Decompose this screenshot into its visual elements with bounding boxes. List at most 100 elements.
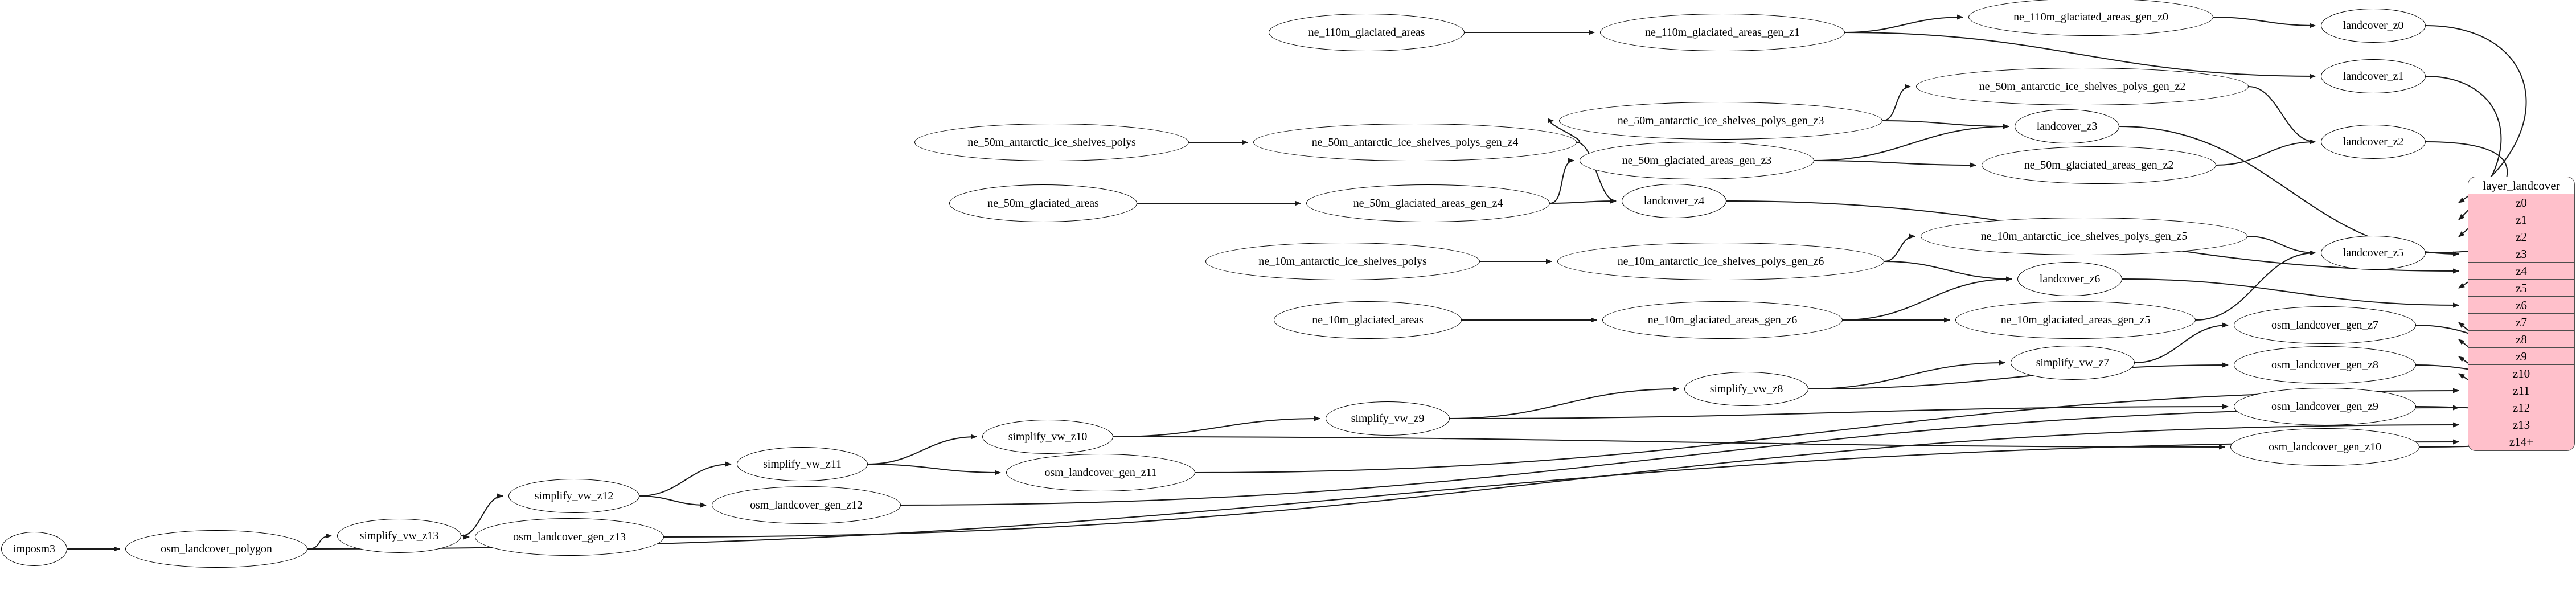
record-row-z0[interactable]: z0 (2468, 194, 2574, 211)
edge-simplify_vw_z11-to-osm_landcover_gen_z11 (867, 464, 1001, 475)
edge-ne_110m_glaciated_areas_gen_z0-to-landcover_z0 (2213, 17, 2316, 28)
node-label: osm_landcover_gen_z9 (2271, 400, 2378, 413)
node-landcover_z0[interactable]: landcover_z0 (2321, 9, 2426, 43)
record-header: layer_landcover (2468, 177, 2574, 194)
node-label: landcover_z5 (2343, 247, 2404, 259)
node-osm_landcover_gen_z7[interactable]: osm_landcover_gen_z7 (2234, 306, 2416, 344)
node-label: ne_10m_antarctic_ice_shelves_polys_gen_z… (1980, 230, 2188, 243)
edge-ne_10m_antarctic_ice_shelves_polys_gen_z6-to-ne_10m_antarctic_ice_shelves_polys_gen_z5 (1884, 233, 1915, 262)
node-landcover_z3[interactable]: landcover_z3 (2015, 109, 2119, 143)
node-label: ne_110m_glaciated_areas (1308, 26, 1425, 39)
node-simplify_vw_z9[interactable]: simplify_vw_z9 (1326, 401, 1450, 436)
edge-ne_50m_antarctic_ice_shelves_polys_gen_z2-to-landcover_z2 (2248, 86, 2316, 145)
record-row-z13[interactable]: z13 (2468, 416, 2574, 433)
node-landcover_z5[interactable]: landcover_z5 (2321, 236, 2426, 270)
node-ne_50m_antarctic_ice_shelves_polys_gen_z2[interactable]: ne_50m_antarctic_ice_shelves_polys_gen_z… (1916, 68, 2249, 105)
record-row-z14+[interactable]: z14+ (2468, 433, 2574, 450)
node-osm_landcover_gen_z13[interactable]: osm_landcover_gen_z13 (475, 518, 664, 556)
node-ne_10m_glaciated_areas[interactable]: ne_10m_glaciated_areas (1274, 301, 1462, 339)
node-imposm3[interactable]: imposm3 (1, 532, 67, 566)
node-simplify_vw_z11[interactable]: simplify_vw_z11 (737, 447, 868, 481)
edge-ne_110m_glaciated_areas_gen_z1-to-ne_110m_glaciated_areas_gen_z0 (1844, 14, 1963, 33)
node-ne_50m_antarctic_ice_shelves_polys_gen_z3[interactable]: ne_50m_antarctic_ice_shelves_polys_gen_z… (1559, 102, 1882, 140)
edge-ne_50m_glaciated_areas_gen_z3-to-ne_50m_glaciated_areas_gen_z2 (1814, 160, 1976, 168)
node-osm_landcover_gen_z11[interactable]: osm_landcover_gen_z11 (1006, 454, 1195, 491)
node-ne_110m_glaciated_areas[interactable]: ne_110m_glaciated_areas (1269, 14, 1465, 51)
edge-ne_50m_antarctic_ice_shelves_polys_gen_z3-to-landcover_z3 (1882, 120, 2009, 129)
node-ne_10m_antarctic_ice_shelves_polys_gen_z5[interactable]: ne_10m_antarctic_ice_shelves_polys_gen_z… (1921, 218, 2247, 255)
node-osm_landcover_polygon[interactable]: osm_landcover_polygon (125, 530, 307, 568)
node-label: landcover_z1 (2343, 70, 2404, 83)
record-row-z10[interactable]: z10 (2468, 365, 2574, 382)
node-label: ne_10m_glaciated_areas (1312, 314, 1424, 326)
node-osm_landcover_gen_z8[interactable]: osm_landcover_gen_z8 (2234, 346, 2416, 384)
record-row-z2[interactable]: z2 (2468, 228, 2574, 245)
node-label: ne_50m_antarctic_ice_shelves_polys (967, 136, 1136, 149)
node-label: ne_50m_antarctic_ice_shelves_polys_gen_z… (1979, 80, 2186, 93)
node-landcover_z4[interactable]: landcover_z4 (1622, 184, 1726, 218)
node-label: ne_50m_glaciated_areas (987, 197, 1099, 210)
node-label: ne_50m_glaciated_areas_gen_z4 (1353, 197, 1503, 210)
node-label: ne_10m_glaciated_areas_gen_z6 (1647, 314, 1798, 326)
record-row-z6[interactable]: z6 (2468, 297, 2574, 314)
node-label: ne_50m_glaciated_areas_gen_z2 (2024, 159, 2174, 171)
node-label: simplify_vw_z11 (763, 458, 842, 470)
node-simplify_vw_z12[interactable]: simplify_vw_z12 (508, 479, 639, 513)
record-row-z12[interactable]: z12 (2468, 399, 2574, 416)
node-simplify_vw_z7[interactable]: simplify_vw_z7 (2011, 346, 2135, 380)
node-landcover_z1[interactable]: landcover_z1 (2321, 59, 2426, 93)
edge-simplify_vw_z12-to-simplify_vw_z11 (639, 461, 732, 497)
node-ne_50m_glaciated_areas_gen_z3[interactable]: ne_50m_glaciated_areas_gen_z3 (1580, 142, 1814, 179)
node-ne_110m_glaciated_areas_gen_z1[interactable]: ne_110m_glaciated_areas_gen_z1 (1600, 14, 1845, 51)
node-label: landcover_z3 (2036, 120, 2098, 133)
record-row-z4[interactable]: z4 (2468, 263, 2574, 280)
record-row-z11[interactable]: z11 (2468, 382, 2574, 399)
node-landcover_z6[interactable]: landcover_z6 (2017, 262, 2122, 296)
record-row-z3[interactable]: z3 (2468, 245, 2574, 263)
record-row-z5[interactable]: z5 (2468, 280, 2574, 297)
edge-ne_10m_antarctic_ice_shelves_polys_gen_z6-to-landcover_z6 (1884, 261, 2012, 282)
node-label: ne_10m_antarctic_ice_shelves_polys_gen_z… (1617, 255, 1824, 268)
node-label: osm_landcover_gen_z12 (750, 499, 863, 511)
node-osm_landcover_gen_z9[interactable]: osm_landcover_gen_z9 (2234, 388, 2416, 425)
node-ne_50m_glaciated_areas[interactable]: ne_50m_glaciated_areas (949, 184, 1137, 222)
edge-simplify_vw_z13-to-osm_landcover_gen_z13 (461, 534, 470, 540)
node-simplify_vw_z8[interactable]: simplify_vw_z8 (1684, 372, 1808, 406)
node-osm_landcover_gen_z10[interactable]: osm_landcover_gen_z10 (2230, 428, 2419, 466)
node-ne_10m_antarctic_ice_shelves_polys[interactable]: ne_10m_antarctic_ice_shelves_polys (1205, 243, 1480, 280)
node-ne_10m_glaciated_areas_gen_z6[interactable]: ne_10m_glaciated_areas_gen_z6 (1602, 301, 1843, 339)
edge-ne_50m_antarctic_ice_shelves_polys_gen_z3-to-ne_50m_antarctic_ice_shelves_polys_gen_z2 (1882, 84, 1911, 121)
node-landcover_z2[interactable]: landcover_z2 (2321, 125, 2426, 159)
node-ne_110m_glaciated_areas_gen_z0[interactable]: ne_110m_glaciated_areas_gen_z0 (1968, 0, 2213, 36)
edge-ne_50m_glaciated_areas_gen_z4-to-landcover_z4 (1549, 198, 1617, 204)
node-label: simplify_vw_z10 (1008, 430, 1088, 443)
node-label: ne_10m_antarctic_ice_shelves_polys (1258, 255, 1427, 268)
node-ne_50m_antarctic_ice_shelves_polys_gen_z4[interactable]: ne_50m_antarctic_ice_shelves_polys_gen_z… (1253, 124, 1577, 161)
node-ne_50m_glaciated_areas_gen_z2[interactable]: ne_50m_glaciated_areas_gen_z2 (1982, 146, 2216, 184)
edge-ne_10m_antarctic_ice_shelves_polys_gen_z5-to-landcover_z5 (2247, 236, 2316, 256)
record-row-z8[interactable]: z8 (2468, 331, 2574, 348)
node-label: landcover_z4 (1643, 195, 1705, 207)
edge-simplify_vw_z12-to-osm_landcover_gen_z12 (639, 495, 707, 508)
node-ne_10m_glaciated_areas_gen_z5[interactable]: ne_10m_glaciated_areas_gen_z5 (1955, 301, 2196, 339)
node-label: ne_50m_antarctic_ice_shelves_polys_gen_z… (1617, 114, 1824, 127)
node-osm_landcover_gen_z12[interactable]: osm_landcover_gen_z12 (712, 486, 901, 524)
node-simplify_vw_z13[interactable]: simplify_vw_z13 (337, 519, 461, 553)
record-row-z7[interactable]: z7 (2468, 314, 2574, 331)
edge-landcover_z6-to-record-z6 (2122, 278, 2459, 308)
record-row-z1[interactable]: z1 (2468, 211, 2574, 228)
edge-simplify_vw_z10-to-simplify_vw_z9 (1113, 416, 1320, 437)
node-ne_50m_glaciated_areas_gen_z4[interactable]: ne_50m_glaciated_areas_gen_z4 (1306, 184, 1550, 222)
node-ne_10m_antarctic_ice_shelves_polys_gen_z6[interactable]: ne_10m_antarctic_ice_shelves_polys_gen_z… (1557, 243, 1884, 280)
edge-ne_50m_glaciated_areas_gen_z2-to-landcover_z2 (2216, 139, 2316, 166)
edge-ne_50m_glaciated_areas_gen_z4-to-ne_50m_glaciated_areas_gen_z3 (1549, 158, 1574, 204)
edge-simplify_vw_z11-to-simplify_vw_z10 (867, 434, 977, 465)
node-label: imposm3 (13, 543, 55, 555)
node-ne_50m_antarctic_ice_shelves_polys[interactable]: ne_50m_antarctic_ice_shelves_polys (914, 124, 1189, 161)
node-label: simplify_vw_z7 (2036, 356, 2110, 369)
node-label: simplify_vw_z13 (359, 530, 439, 542)
record-row-z9[interactable]: z9 (2468, 348, 2574, 365)
node-simplify_vw_z10[interactable]: simplify_vw_z10 (982, 420, 1113, 454)
